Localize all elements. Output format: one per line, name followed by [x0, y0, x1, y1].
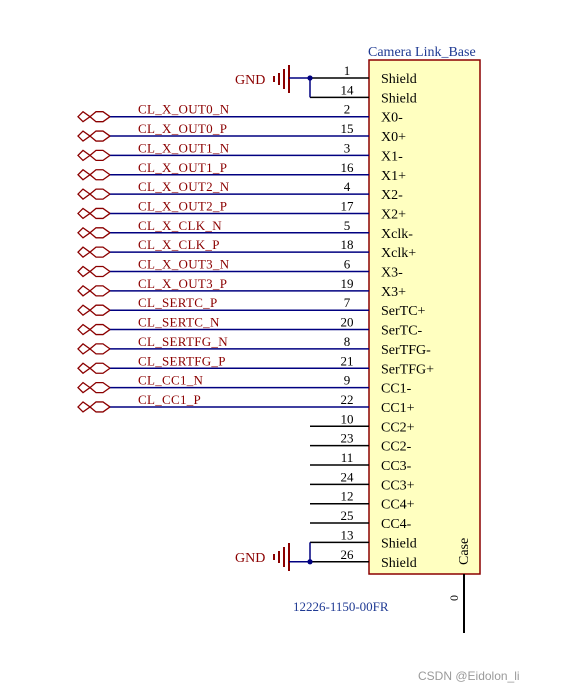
pin-name: Shield	[381, 556, 417, 571]
ground-label-top: GND	[235, 73, 265, 88]
pin-name: Xclk+	[381, 246, 416, 261]
pin-number: 2	[344, 102, 351, 117]
pin-name: X0+	[381, 130, 406, 145]
net-label: CL_X_CLK_P	[138, 237, 220, 252]
pin-name: Shield	[381, 72, 417, 87]
pin-name: X2+	[381, 207, 406, 222]
pin-name: X2-	[381, 188, 403, 203]
case-pin-number: 0	[447, 595, 461, 601]
pin-number: 16	[341, 160, 355, 175]
pin-name: Xclk-	[381, 227, 413, 242]
net-label: CL_X_OUT2_N	[138, 179, 230, 194]
pin-number: 21	[341, 353, 354, 368]
net-label: CL_CC1_N	[138, 373, 204, 388]
net-label: CL_SERTC_N	[138, 315, 220, 330]
net-label: CL_X_OUT3_P	[138, 276, 227, 291]
port-icon[interactable]	[77, 343, 111, 355]
pin-number: 10	[341, 411, 354, 426]
ground-label-bottom: GND	[235, 551, 265, 566]
pin-number: 9	[344, 373, 351, 388]
net-label: CL_X_CLK_N	[138, 218, 222, 233]
connector-body[interactable]	[368, 59, 481, 575]
pin-name: CC3+	[381, 478, 415, 493]
port-icon[interactable]	[77, 110, 111, 123]
port-icon[interactable]	[77, 149, 111, 162]
pin-number: 17	[341, 198, 355, 213]
pin-number: 11	[341, 450, 354, 465]
port-icon[interactable]	[77, 265, 111, 278]
junction-dot-bottom	[307, 559, 313, 565]
port-icon[interactable]	[77, 401, 111, 413]
port-icon[interactable]	[77, 323, 111, 336]
pin-name: X3+	[381, 285, 406, 300]
net-label: CL_SERTC_P	[138, 295, 218, 310]
pin-name: X3-	[381, 266, 403, 281]
net-label: CL_X_OUT3_N	[138, 257, 230, 272]
pin-name: SerTC-	[381, 324, 423, 339]
port-icon[interactable]	[77, 246, 111, 258]
pin-number: 20	[341, 315, 354, 330]
pin-name: CC3-	[381, 459, 412, 474]
component-name: Camera Link_Base	[368, 45, 476, 60]
port-icon[interactable]	[77, 304, 111, 317]
net-label: CL_CC1_P	[138, 392, 201, 407]
port-icon[interactable]	[77, 362, 111, 375]
pin-number: 26	[341, 547, 355, 562]
part-number: 12226-1150-00FR	[293, 599, 389, 614]
pin-number: 7	[344, 295, 351, 310]
net-label: CL_SERTFG_P	[138, 353, 226, 368]
pin-number: 15	[341, 121, 354, 136]
pin-number: 19	[341, 276, 354, 291]
pin-number: 5	[344, 218, 351, 233]
port-icon[interactable]	[77, 207, 111, 220]
pin-name: SerTFG+	[381, 362, 434, 377]
port-icon[interactable]	[77, 285, 111, 297]
ground-symbol-top	[273, 65, 290, 93]
pin-number: 25	[341, 508, 354, 523]
pin-number: 3	[344, 140, 351, 155]
ground-symbol-bottom	[273, 543, 290, 571]
pin-number: 6	[344, 257, 351, 272]
pin-name: SerTC+	[381, 304, 426, 319]
pin-name: X1-	[381, 149, 403, 164]
port-icon[interactable]	[77, 188, 111, 200]
pin-name: Shield	[381, 91, 417, 106]
pin-name: Shield	[381, 536, 417, 551]
net-label: CL_X_OUT1_N	[138, 140, 230, 155]
port-icon[interactable]	[77, 226, 111, 239]
port-icon[interactable]	[77, 381, 111, 394]
pin-number: 12	[341, 489, 354, 504]
pin-name: CC2+	[381, 420, 415, 435]
pin-name: CC4+	[381, 498, 415, 513]
port-icon[interactable]	[77, 168, 111, 181]
net-label: CL_X_OUT0_P	[138, 121, 227, 136]
pin-number: 22	[341, 392, 354, 407]
pin-number: 23	[341, 431, 354, 446]
net-label: CL_X_OUT1_P	[138, 160, 227, 175]
pin-name: X0-	[381, 111, 403, 126]
pin-name: CC4-	[381, 517, 412, 532]
pin-name: X1+	[381, 169, 406, 184]
pins-layer: 1Shield14Shield2X0-CL_X_OUT0_N15X0+CL_X_…	[77, 63, 434, 571]
pin-number: 24	[341, 469, 355, 484]
port-icon[interactable]	[77, 130, 111, 142]
junction-dot-top	[307, 75, 313, 81]
case-label: Case	[457, 538, 472, 565]
pin-name: CC2-	[381, 440, 412, 455]
pin-name: SerTFG-	[381, 343, 431, 358]
net-label: CL_X_OUT0_N	[138, 102, 230, 117]
pin-number: 14	[341, 82, 355, 97]
pin-number: 1	[344, 63, 351, 78]
pin-number: 18	[341, 237, 354, 252]
pin-name: CC1-	[381, 382, 412, 397]
pin-number: 8	[344, 334, 351, 349]
net-label: CL_X_OUT2_P	[138, 198, 227, 213]
net-label: CL_SERTFG_N	[138, 334, 228, 349]
pin-name: CC1+	[381, 401, 415, 416]
watermark: CSDN @Eidolon_li	[418, 669, 520, 683]
pin-number: 4	[344, 179, 351, 194]
pin-number: 13	[341, 527, 354, 542]
